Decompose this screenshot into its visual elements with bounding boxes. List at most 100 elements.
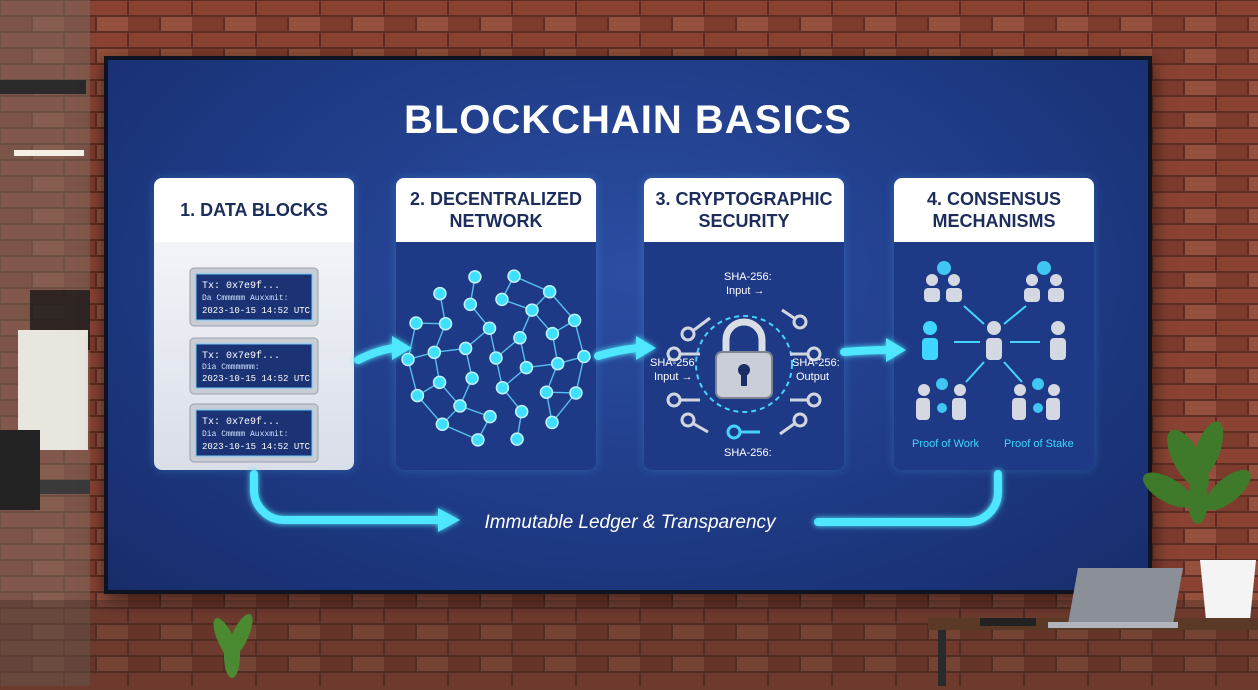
network-node [458, 341, 473, 356]
key-icon [779, 412, 808, 436]
presentation-screen: BLOCKCHAIN BASICS 1. DATA BLOCKS Tx: 0x7… [104, 56, 1152, 594]
hash-label-bottom: SHA-256: [724, 447, 772, 459]
person-icon [946, 274, 962, 302]
network-node [409, 316, 423, 330]
network-node [567, 313, 582, 328]
padlock-icon [715, 318, 773, 399]
person-icon [1012, 384, 1026, 420]
person-icon [1050, 321, 1066, 360]
network-node [539, 385, 554, 399]
network-node [468, 270, 482, 284]
block-tx: Tx: 0x7e9f... [202, 280, 280, 292]
block-detail: Dia Cmmmmmm: [202, 363, 260, 372]
network-node [577, 349, 591, 364]
network-node [519, 360, 534, 375]
block-time: 2023-10-15 14:52 UTC [202, 442, 311, 452]
network-node [545, 326, 560, 341]
step-heading: 1. DATA BLOCKS [154, 178, 354, 242]
network-node [438, 317, 453, 331]
key-icon [726, 424, 760, 440]
step-card-data-blocks: 1. DATA BLOCKS Tx: 0x7e9f... Da Cmmmmm A… [154, 178, 354, 470]
office-background-left [0, 80, 90, 510]
person-icon [986, 321, 1002, 360]
gear-icon [1032, 378, 1044, 390]
person-icon [916, 384, 930, 420]
network-node [432, 375, 447, 390]
person-icon [952, 384, 966, 420]
arrow-step1-to-step2 [354, 344, 398, 364]
hash-label-left: SHA-256 [650, 357, 695, 369]
gear-icon [937, 403, 947, 413]
network-graph-icon [401, 269, 591, 447]
network-node [514, 404, 529, 419]
key-icon [680, 412, 709, 434]
data-block: Tx: 0x7e9f... Da Cmmmmm Auxxmit: 2023-10… [189, 267, 319, 327]
laptop [1068, 568, 1183, 624]
key-icon [790, 392, 822, 408]
network-node [463, 297, 478, 312]
network-node [471, 433, 485, 447]
network-node [510, 432, 524, 446]
block-time: 2023-10-15 14:52 UTC [202, 306, 311, 316]
network-node [453, 399, 467, 413]
step-card-consensus-mechanisms: 4. CONSENSUS MECHANISMS [894, 178, 1094, 470]
person-icon [1024, 274, 1040, 302]
step-heading: 3. CRYPTOGRAPHIC SECURITY [644, 178, 844, 242]
step-card-cryptographic-security: 3. CRYPTOGRAPHIC SECURITY [644, 178, 844, 470]
key-icon [680, 316, 711, 342]
step-card-decentralized-network: 2. DECENTRALIZED NETWORK [396, 178, 596, 470]
plant-decoration [1143, 421, 1256, 620]
network-node [489, 351, 503, 365]
network-node [401, 352, 415, 367]
block-tx: Tx: 0x7e9f... [202, 350, 280, 362]
proof-of-work-label: Proof of Work [912, 438, 980, 450]
arrow-step3-to-step4 [840, 346, 892, 356]
data-blocks-illustration: Tx: 0x7e9f... Da Cmmmmm Auxxmit: 2023-10… [189, 267, 319, 463]
hash-label-left-sub: Input → [654, 371, 693, 383]
network-node [525, 303, 539, 317]
ledger-caption: Immutable Ledger & Transparency [484, 512, 776, 533]
person-icon [924, 274, 940, 302]
block-detail: Da Cmmmmm Auxxmit: [202, 294, 288, 303]
network-node [410, 388, 425, 403]
person-icon [1048, 274, 1064, 302]
block-time: 2023-10-15 14:52 UTC [202, 374, 311, 384]
data-block: Tx: 0x7e9f... Dia Cmmmmmm: 2023-10-15 14… [189, 337, 319, 395]
flow-arrows [250, 336, 1002, 532]
consensus-illustration: Proof of Work Proof of Stake [912, 261, 1074, 450]
hash-label-top-sub: Input → [726, 285, 765, 297]
network-node [435, 417, 450, 432]
small-plant-decoration [213, 613, 253, 678]
key-icon [666, 392, 700, 408]
network-node [495, 292, 509, 307]
key-icon [790, 346, 822, 362]
network-node [427, 345, 442, 360]
gear-icon [1033, 403, 1043, 413]
network-node [550, 356, 565, 371]
proof-of-stake-label: Proof of Stake [1004, 438, 1074, 450]
person-icon [922, 321, 938, 360]
desk-with-laptop [928, 568, 1258, 686]
diagram-title: BLOCKCHAIN BASICS [403, 98, 853, 142]
network-node [483, 409, 497, 424]
gear-icon [1037, 261, 1051, 275]
data-block: Tx: 0x7e9f... Dia Cmmmm Auxxmit: 2023-10… [189, 403, 319, 463]
ledger-loop-left [250, 470, 444, 524]
person-icon [1046, 384, 1060, 420]
gear-icon [936, 378, 948, 390]
hash-label-top: SHA-256: [724, 271, 772, 283]
network-node [433, 286, 447, 301]
step-heading: 4. CONSENSUS MECHANISMS [894, 178, 1094, 242]
network-node [569, 386, 583, 400]
network-node [495, 381, 510, 395]
crypto-illustration: SHA-256: Input → SHA-256 Input → SHA-256… [650, 271, 840, 459]
network-node [482, 321, 497, 335]
key-icon [666, 346, 700, 362]
network-node [542, 284, 557, 299]
network-node [545, 415, 559, 430]
gear-icon [937, 261, 951, 275]
block-tx: Tx: 0x7e9f... [202, 416, 280, 428]
hash-label-right: SHA-256: [792, 357, 840, 369]
hash-label-right-sub: Output [796, 371, 829, 383]
